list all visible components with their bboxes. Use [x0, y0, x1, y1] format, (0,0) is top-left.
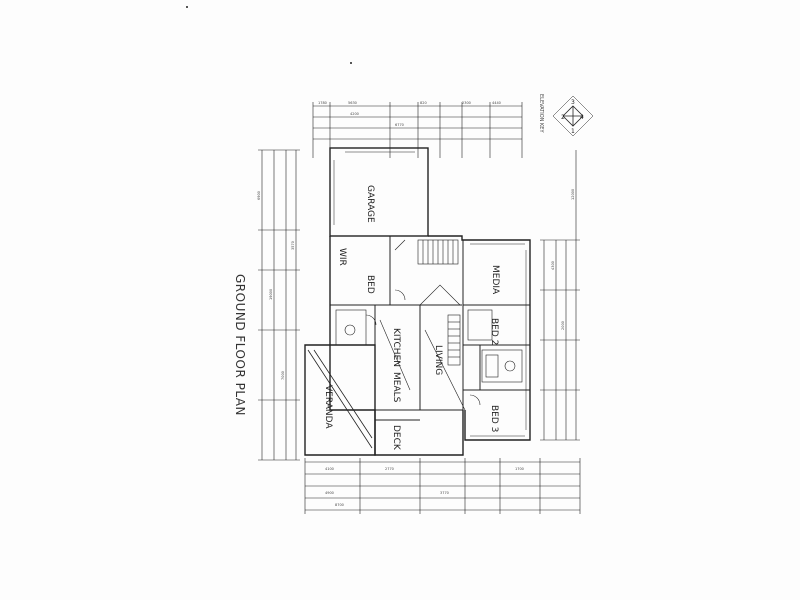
dim-top-5: 4440 [492, 101, 501, 105]
dim-top-7: 6770 [395, 123, 404, 127]
dim-right-3: 12000 [571, 189, 575, 200]
room-label-garage: GARAGE [365, 185, 375, 223]
dim-bottom-3: 1700 [515, 467, 524, 471]
dim-left-1: 6900 [257, 191, 261, 200]
dim-top-1: 1780 [318, 101, 327, 105]
dim-top-4: 2300 [462, 101, 471, 105]
bottom-dimension-lines [304, 458, 581, 514]
dim-right-1: 4300 [551, 261, 555, 270]
dim-bottom-5: 3770 [440, 491, 449, 495]
room-label-wir: WIR [337, 248, 347, 266]
dim-bottom-4: 4900 [325, 491, 334, 495]
door-swings [365, 239, 481, 411]
staircase [417, 239, 461, 366]
room-labels: GARAGE WIR BED KITCHEN LIVING MEALS VERA… [323, 185, 500, 451]
dim-bottom-1: 4100 [325, 467, 334, 471]
room-label-deck: DECK [391, 425, 401, 451]
room-label-living: LIVING [433, 345, 443, 375]
dim-left-3: 7000 [281, 371, 285, 380]
right-dimension-lines [540, 150, 580, 441]
dim-top-3: 820 [420, 101, 427, 105]
plan-title: GROUND FLOOR PLAN [233, 274, 247, 416]
elevation-key-label: ELEVATION KEY [538, 94, 544, 133]
room-label-bed-2: BED 2 [489, 318, 499, 345]
left-dimension-lines [258, 149, 300, 461]
scan-speck [186, 6, 188, 8]
window-marks [333, 151, 527, 437]
room-label-veranda: VERANDA [323, 385, 333, 429]
scan-speck [350, 62, 352, 64]
room-label-meals: MEALS [391, 372, 401, 403]
dimension-numbers: 1780 5630 820 2300 4440 4200 6770 6900 1… [257, 101, 575, 507]
room-label-bed: BED [365, 275, 375, 294]
bathroom-fixtures [335, 309, 523, 383]
dim-right-2: 2000 [561, 321, 565, 330]
elevation-key-number: 3 [571, 99, 575, 106]
dim-left-2: 19000 [269, 289, 273, 300]
dim-top-6: 4200 [350, 112, 359, 116]
room-label-kitchen: KITCHEN [391, 328, 401, 367]
dim-top-2: 5630 [348, 101, 357, 105]
elevation-key-number: 2 [561, 114, 565, 121]
elevation-key-number: 1 [571, 128, 575, 135]
dim-bottom-6: 8700 [335, 503, 344, 507]
elevation-key-number: 4 [580, 114, 584, 121]
dim-bottom-2: 2770 [385, 467, 394, 471]
room-label-media: MEDIA [490, 265, 500, 295]
top-dimension-lines [312, 102, 523, 158]
room-label-bed-3: BED 3 [489, 405, 499, 432]
dim-left-4: 3570 [291, 241, 295, 250]
elevation-key-symbol [552, 95, 594, 137]
